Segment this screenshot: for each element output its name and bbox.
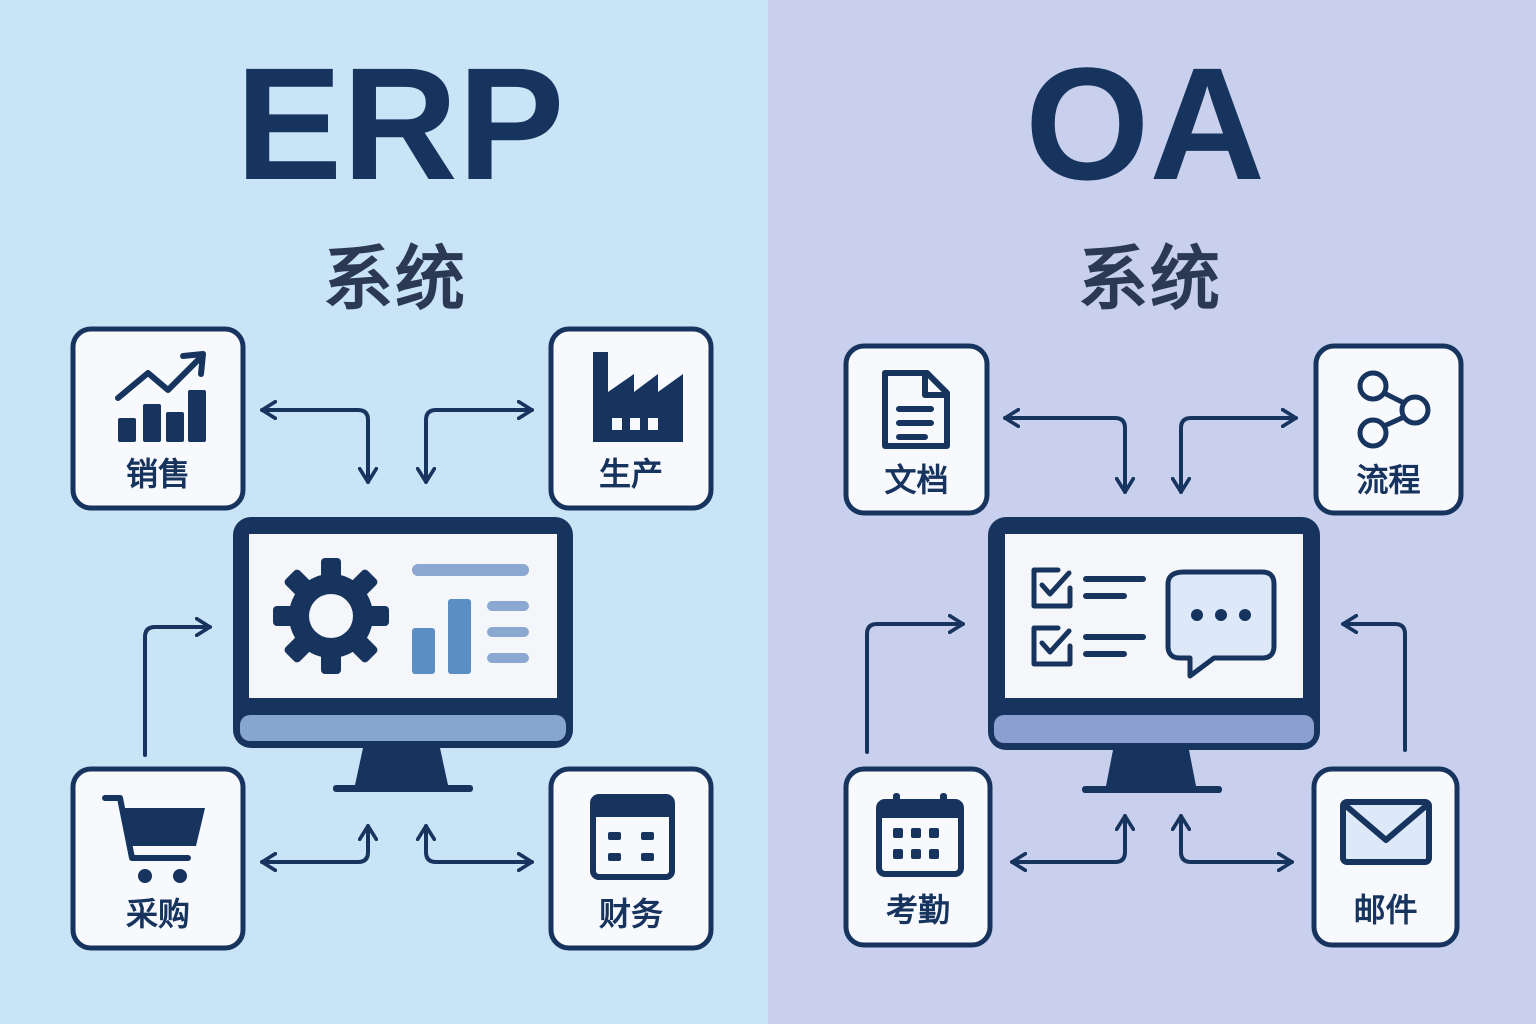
shopping-cart-icon — [102, 795, 205, 883]
arrow-documents-monitor — [1003, 418, 1125, 494]
arrow-mail-monitor — [1341, 624, 1407, 752]
erp-subtitle: 系统 — [323, 238, 467, 320]
arrow-workflow-monitor — [1181, 418, 1298, 494]
gear-icon — [273, 558, 389, 674]
sales-chart-icon — [115, 351, 206, 442]
arrow-finance-monitor — [426, 824, 534, 862]
sales-label: 销售 — [125, 455, 190, 493]
workflow-box — [1313, 343, 1464, 516]
attendance-label: 考勤 — [885, 891, 950, 929]
arrow-purchasing-monitor — [143, 627, 212, 757]
oa-monitor-icon — [988, 517, 1320, 793]
arrow-attendance-monitor — [865, 624, 965, 754]
arrow-attendance-monitor-bottom — [1010, 814, 1125, 862]
finance-label: 财务 — [598, 895, 663, 933]
oa-title: OA — [1025, 34, 1265, 213]
mail-label: 邮件 — [1353, 891, 1418, 929]
erp-monitor-icon — [233, 517, 573, 792]
erp-title: ERP — [235, 34, 565, 213]
mail-envelope-icon — [1340, 799, 1432, 865]
factory-icon — [593, 352, 683, 442]
arrow-purchasing-monitor-bottom — [260, 824, 368, 862]
checklist-icon — [1031, 567, 1146, 667]
purchasing-label: 采购 — [125, 895, 190, 933]
arrow-sales-monitor — [260, 410, 368, 484]
arrow-mail-monitor-bottom — [1181, 814, 1294, 862]
production-label: 生产 — [598, 455, 663, 493]
calculator-icon — [590, 794, 675, 880]
share-nodes-icon — [1357, 370, 1431, 449]
documents-label: 文档 — [884, 461, 949, 499]
dashboard-chart-icon — [412, 564, 529, 674]
chat-bubble-icon — [1165, 569, 1277, 679]
calendar-icon — [876, 793, 964, 877]
oa-subtitle: 系统 — [1078, 238, 1222, 320]
workflow-label: 流程 — [1356, 461, 1421, 499]
document-icon — [882, 370, 950, 449]
arrow-production-monitor — [426, 410, 534, 484]
documents-box — [843, 343, 990, 516]
